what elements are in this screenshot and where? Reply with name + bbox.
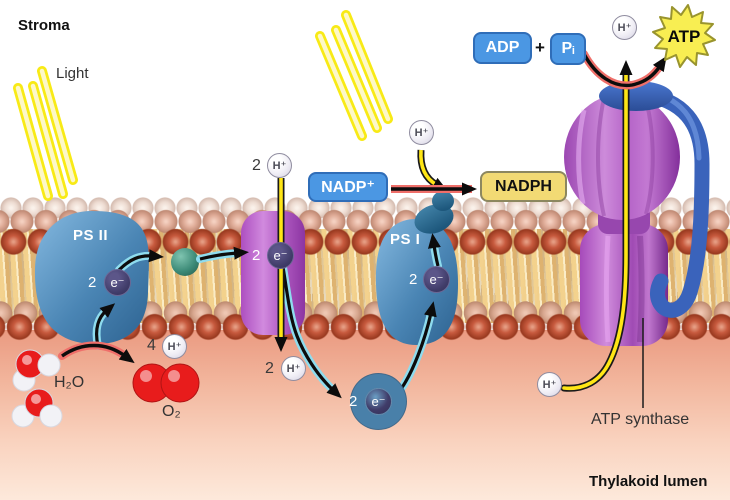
ps1-label: PS I — [390, 231, 421, 248]
electron-circle-plastocyanin: e⁻ — [365, 388, 392, 415]
lipid-head-row-top — [0, 228, 730, 258]
proton-circle-stroma-cytochrome: H⁺ — [267, 153, 292, 178]
electron-count-cytochrome: 2 — [252, 247, 261, 264]
plus-sign: + — [535, 38, 545, 57]
atp-synthase-cap — [599, 81, 673, 111]
light-rays-middle — [315, 10, 393, 141]
h2o-label: H₂O — [54, 374, 85, 391]
proton-circle-stroma-atp: H⁺ — [612, 15, 637, 40]
ps2-label: PS II — [73, 227, 109, 244]
light-label: Light — [56, 65, 89, 82]
nadph-box: NADPH — [480, 171, 567, 202]
electron-circle-ps1: e⁻ — [423, 266, 450, 293]
light-rays-left — [13, 66, 78, 201]
electron-count-ps2: 2 — [88, 274, 97, 291]
electron-circle-ps2: e⁻ — [104, 269, 131, 296]
proton-circle-nadp: H⁺ — [409, 120, 434, 145]
atp-synthase-label: ATP synthase — [591, 411, 690, 428]
electron-circle-cytochrome: e⁻ — [267, 242, 294, 269]
pi-box: Pᵢ — [550, 33, 586, 65]
proton-count-lumen-cytochrome: 2 — [265, 360, 274, 377]
proton-circle-lumen-left: H⁺ — [162, 334, 187, 359]
stroma-label: Stroma — [18, 17, 70, 34]
electron-count-plastocyanin: 2 — [349, 393, 358, 410]
proton-count-lumen-left: 4 — [147, 337, 156, 354]
proton-circle-lumen-cytochrome: H⁺ — [281, 356, 306, 381]
electron-count-ps1: 2 — [409, 271, 418, 288]
o2-label: O₂ — [162, 403, 181, 420]
nadp-box: NADP⁺ — [308, 172, 388, 202]
thylakoid-lumen-label: Thylakoid lumen — [589, 473, 708, 490]
atp-burst-label: ATP — [667, 27, 701, 46]
proton-circle-lumen-atp: H⁺ — [537, 372, 562, 397]
proton-count-stroma-cytochrome: 2 — [252, 157, 261, 174]
lipid-head-row-bottom — [0, 312, 730, 343]
adp-box: ADP — [473, 32, 532, 64]
